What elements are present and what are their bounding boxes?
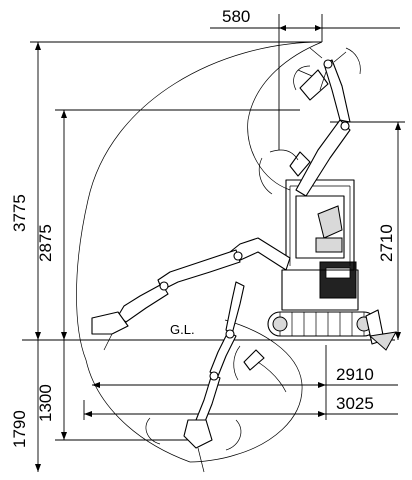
top-offset-value: 580 <box>222 7 250 26</box>
max-depth-value: 1790 <box>10 410 29 448</box>
boom-digging <box>145 281 287 473</box>
boom-height-value: 2710 <box>377 224 396 262</box>
boom-height-dimension: 2710 <box>330 121 405 340</box>
max-height-value: 3775 <box>10 194 29 232</box>
ground-line: G.L. <box>22 322 395 341</box>
vertical-depth-value: 1300 <box>36 384 55 422</box>
working-range-envelope <box>76 41 323 463</box>
dump-height-value: 2875 <box>36 224 55 262</box>
boom-forward <box>91 237 291 351</box>
engine-hood <box>319 261 357 299</box>
reach-ground-value: 2910 <box>336 365 374 384</box>
max-reach-dimension: 3025 <box>83 394 398 420</box>
excavator-body <box>267 179 397 351</box>
operator-cage <box>285 179 355 271</box>
max-reach-value: 3025 <box>336 394 374 413</box>
vertical-depth-dimension: 1300 <box>36 340 190 441</box>
reach-ground-dimension: 2910 <box>92 345 398 420</box>
boom-raised <box>258 47 361 197</box>
max-height-dimension: 3775 <box>10 41 322 340</box>
dump-height-dimension: 2875 <box>36 109 300 340</box>
ground-level-label: G.L. <box>170 322 195 337</box>
top-offset-dimension: 580 <box>210 7 400 150</box>
max-depth-dimension: 1790 <box>10 340 41 472</box>
